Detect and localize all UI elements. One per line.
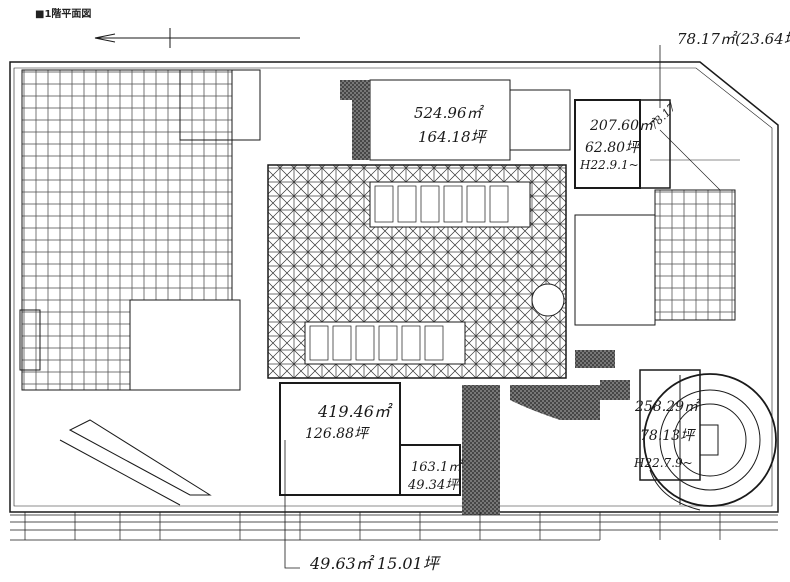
drawing-title: ■1階平面図	[35, 9, 92, 20]
annotation-upper-right-area: 207.60㎡	[590, 118, 653, 134]
annotation-right-tsubo: 78.13坪	[640, 428, 695, 444]
axis-marker	[94, 28, 300, 48]
circular-hall	[643, 373, 777, 507]
annotation-lower-mid-area: 163.1㎡	[411, 460, 462, 475]
annotation-upper-center-area: 524.96㎡	[414, 104, 482, 122]
annotation-lower-mid-tsubo: 49.34坪	[408, 478, 459, 493]
annotation-upper-right-date: H22.9.1~	[580, 158, 639, 172]
annotation-right-area: 258.29㎡	[635, 399, 698, 415]
annotation-lower-center-tsubo: 126.88坪	[305, 426, 368, 442]
annotation-lower-center-area: 419.46㎡	[318, 402, 390, 421]
building-outline	[9, 61, 779, 513]
annotation-right-date: H22.7.9~	[634, 456, 693, 470]
annotation-upper-center-tsubo: 164.18坪	[418, 128, 486, 146]
annotation-bottom-area: 49.63㎡ 15.01坪	[310, 554, 439, 573]
annotation-top-right-area: 78.17㎡(23.64坪)	[677, 30, 790, 48]
annotation-upper-right-tsubo: 62.80坪	[585, 140, 640, 156]
